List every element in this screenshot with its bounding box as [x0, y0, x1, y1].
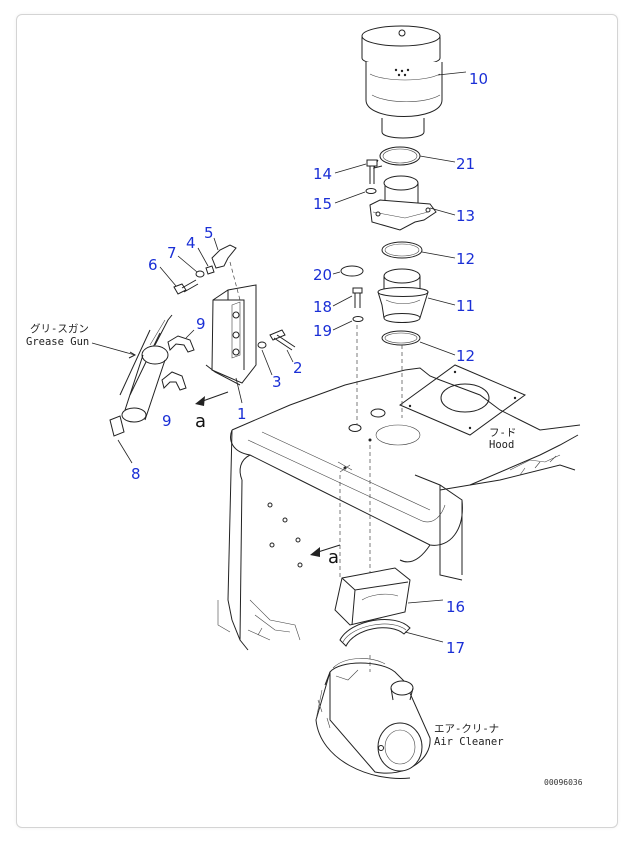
callout-14: 14 — [313, 165, 332, 183]
hood-label-en: Hood — [489, 439, 514, 451]
callout-2: 2 — [293, 359, 303, 377]
clamp-17 — [339, 619, 444, 647]
callout-13: 13 — [456, 207, 475, 225]
pad-8 — [109, 415, 133, 464]
air-cleaner-label-en: Air Cleaner — [434, 736, 504, 748]
callout-18: 18 — [313, 298, 332, 316]
nut-4 — [197, 247, 215, 275]
view-a-label: a — [195, 411, 206, 432]
callout-12-lower: 12 — [456, 347, 475, 365]
callout-15: 15 — [313, 195, 332, 213]
cap-20 — [332, 265, 364, 277]
callout-3: 3 — [272, 373, 282, 391]
callout-4: 4 — [186, 234, 196, 252]
clip-9-upper — [167, 329, 195, 353]
callout-12-upper: 12 — [456, 250, 475, 268]
text-labels: グリ-スガン Grease Gun フ-ド Hood エア-クリ-ナ Air C… — [26, 322, 583, 787]
grease-gun — [91, 314, 173, 423]
callout-6: 6 — [148, 256, 158, 274]
hose-11 — [377, 268, 456, 323]
air-cleaner-body — [315, 655, 431, 779]
callout-9-upper: 9 — [196, 315, 206, 333]
clip-5 — [211, 237, 237, 269]
callout-11: 11 — [456, 297, 475, 315]
view-arrow-a2 — [310, 544, 341, 557]
hood-label-jp: フ-ド — [489, 427, 516, 439]
clamp-12-lower — [381, 330, 456, 356]
callout-8: 8 — [131, 465, 141, 483]
callout-10: 10 — [469, 70, 488, 88]
clip-9-lower — [161, 371, 187, 391]
washer-3 — [257, 341, 273, 376]
callout-20: 20 — [313, 266, 332, 284]
drawing-code: 00096036 — [544, 778, 583, 787]
callout-5: 5 — [204, 224, 214, 242]
view-arrow-a — [195, 391, 229, 406]
callout-19: 19 — [313, 322, 332, 340]
precleaner-cap — [361, 25, 467, 139]
callout-16: 16 — [446, 598, 465, 616]
washer-19 — [332, 316, 364, 331]
bolt-14 — [334, 159, 378, 204]
callout-1: 1 — [237, 405, 247, 423]
callout-9-lower: 9 — [162, 412, 172, 430]
air-cleaner-label-jp: エア-クリ-ナ — [434, 723, 499, 735]
bracket-13 — [369, 175, 456, 231]
duct-16 — [334, 567, 444, 626]
clamp-21 — [373, 146, 456, 169]
callout-numbers: 10 21 14 15 13 12 11 12 20 18 19 5 4 7 6… — [131, 70, 488, 657]
grease-gun-label-jp: グリ-スガン — [30, 322, 89, 335]
callout-17: 17 — [446, 639, 465, 657]
grease-gun-label-en: Grease Gun — [26, 336, 89, 348]
bolt-6 — [159, 266, 199, 295]
washer-7 — [177, 255, 205, 278]
hood-panel — [217, 364, 581, 651]
bolt-18 — [332, 287, 363, 308]
bolt-2 — [269, 329, 296, 363]
view-a2-label: a — [328, 547, 339, 568]
clamp-12-upper — [381, 241, 456, 259]
callout-21: 21 — [456, 155, 475, 173]
grease-gun-holder-1 — [205, 284, 257, 404]
callout-7: 7 — [167, 244, 177, 262]
